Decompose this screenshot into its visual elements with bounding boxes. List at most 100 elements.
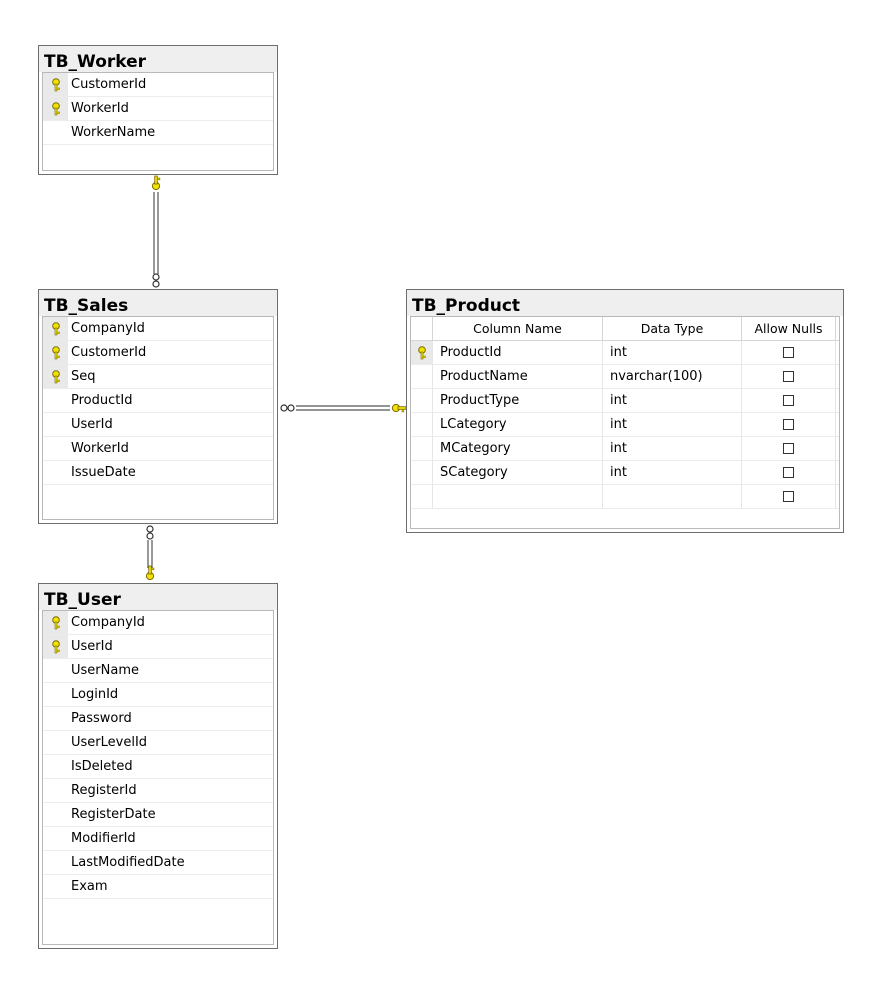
column-row[interactable]: UserId <box>43 635 273 659</box>
header-column-name[interactable]: Column Name <box>433 317 603 340</box>
row-selector <box>411 365 433 388</box>
data-type[interactable]: int <box>603 413 742 436</box>
primary-key-icon <box>43 97 68 120</box>
column-name: UserId <box>71 417 113 432</box>
column-row[interactable]: LoginId <box>43 683 273 707</box>
data-type[interactable] <box>603 485 742 508</box>
allow-nulls-cell <box>742 485 836 508</box>
row-selector <box>43 413 68 436</box>
column-row[interactable]: WorkerName <box>43 121 273 145</box>
column-name: ProductId <box>71 393 133 408</box>
column-name: CompanyId <box>71 615 145 630</box>
column-name[interactable] <box>433 485 603 508</box>
column-row[interactable]: IssueDate <box>43 461 273 485</box>
infinity-end-icon <box>152 273 160 281</box>
primary-key-icon <box>43 635 68 658</box>
column-row[interactable]: ProductId <box>43 389 273 413</box>
column-row[interactable]: WorkerId <box>43 97 273 121</box>
column-name[interactable]: MCategory <box>433 437 603 460</box>
primary-key-icon <box>43 341 68 364</box>
column-row[interactable]: CompanyId <box>43 611 273 635</box>
row-selector <box>43 731 68 754</box>
allow-nulls-cell <box>742 461 836 484</box>
grid-row[interactable] <box>411 485 839 509</box>
table-title: TB_User <box>39 584 277 610</box>
column-row[interactable]: UserId <box>43 413 273 437</box>
relationship-sales-worker[interactable] <box>151 175 161 288</box>
relationship-sales-user[interactable] <box>145 525 155 581</box>
column-name: UserName <box>71 663 139 678</box>
column-name: RegisterDate <box>71 807 156 822</box>
allow-nulls-checkbox[interactable] <box>783 395 794 406</box>
column-row[interactable]: RegisterId <box>43 779 273 803</box>
data-type[interactable]: int <box>603 437 742 460</box>
data-type[interactable]: nvarchar(100) <box>603 365 742 388</box>
allow-nulls-checkbox[interactable] <box>783 371 794 382</box>
row-selector <box>411 413 433 436</box>
column-row[interactable]: Password <box>43 707 273 731</box>
column-name[interactable]: ProductType <box>433 389 603 412</box>
row-selector <box>43 659 68 682</box>
column-row[interactable]: CustomerId <box>43 341 273 365</box>
header-allow-nulls[interactable]: Allow Nulls <box>742 317 836 340</box>
row-selector <box>411 485 433 508</box>
column-name: WorkerId <box>71 101 129 116</box>
column-row[interactable]: CustomerId <box>43 73 273 97</box>
row-selector <box>43 755 68 778</box>
allow-nulls-checkbox[interactable] <box>783 491 794 502</box>
column-name[interactable]: ProductName <box>433 365 603 388</box>
row-selector <box>43 827 68 850</box>
header-data-type[interactable]: Data Type <box>603 317 742 340</box>
data-type[interactable]: int <box>603 341 742 364</box>
column-row[interactable]: ModifierId <box>43 827 273 851</box>
column-row[interactable]: LastModifiedDate <box>43 851 273 875</box>
column-name: Seq <box>71 369 96 384</box>
allow-nulls-checkbox[interactable] <box>783 347 794 358</box>
data-type[interactable]: int <box>603 389 742 412</box>
primary-key-icon <box>43 611 68 634</box>
column-name: CustomerId <box>71 77 147 92</box>
column-row[interactable]: Seq <box>43 365 273 389</box>
allow-nulls-checkbox[interactable] <box>783 467 794 478</box>
row-selector <box>43 707 68 730</box>
column-row[interactable]: UserName <box>43 659 273 683</box>
allow-nulls-checkbox[interactable] <box>783 419 794 430</box>
column-name: LoginId <box>71 687 119 702</box>
column-name: RegisterId <box>71 783 137 798</box>
table-tb-product[interactable]: TB_Product Column Name Data Type Allow N… <box>406 289 844 533</box>
column-name: Exam <box>71 879 108 894</box>
column-row[interactable]: WorkerId <box>43 437 273 461</box>
column-row[interactable]: IsDeleted <box>43 755 273 779</box>
row-selector <box>43 461 68 484</box>
relationship-sales-product[interactable] <box>280 403 407 413</box>
column-name: LastModifiedDate <box>71 855 185 870</box>
data-type[interactable]: int <box>603 461 742 484</box>
column-row[interactable]: RegisterDate <box>43 803 273 827</box>
key-end-icon <box>151 175 161 191</box>
row-selector <box>43 803 68 826</box>
column-row[interactable]: CompanyId <box>43 317 273 341</box>
column-name[interactable]: LCategory <box>433 413 603 436</box>
table-title: TB_Product <box>407 290 843 316</box>
row-selector <box>43 389 68 412</box>
column-row[interactable]: UserLevelId <box>43 731 273 755</box>
column-name: WorkerId <box>71 441 129 456</box>
column-name[interactable]: ProductId <box>433 341 603 364</box>
allow-nulls-checkbox[interactable] <box>783 443 794 454</box>
column-row[interactable]: Exam <box>43 875 273 899</box>
allow-nulls-cell <box>742 437 836 460</box>
column-name[interactable]: SCategory <box>433 461 603 484</box>
